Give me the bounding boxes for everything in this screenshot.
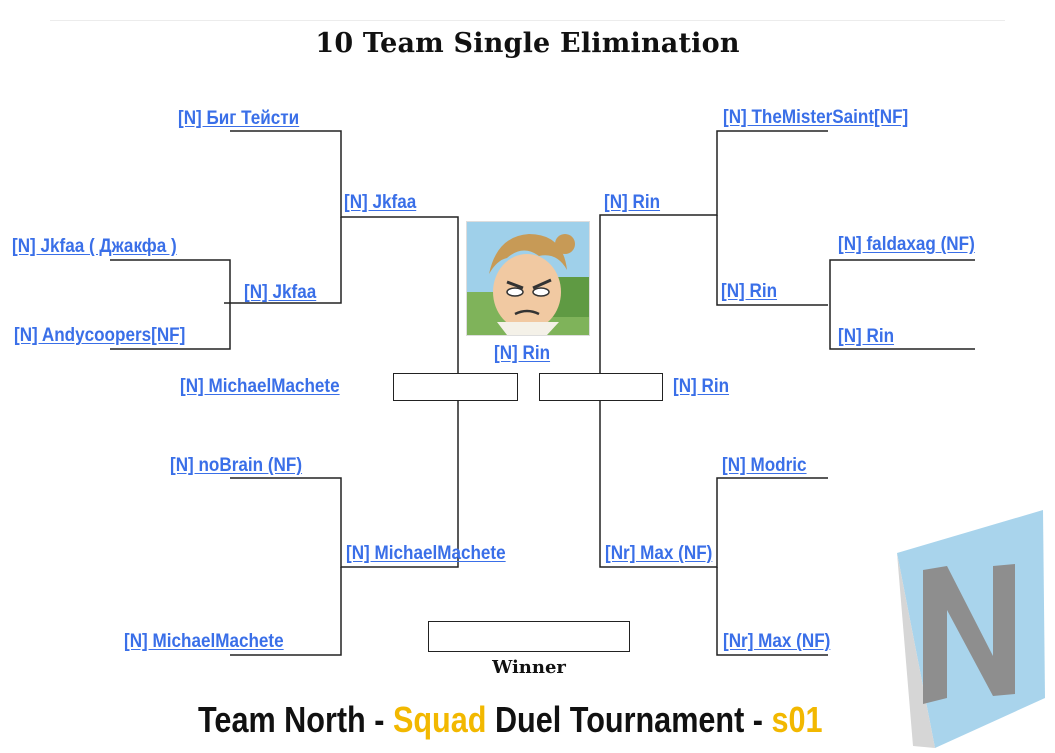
winner-box [428,621,630,652]
left-r2-name-1[interactable]: [N] Jkfaa [344,192,417,213]
right-r2-name-1[interactable]: [N] Rin [604,192,661,213]
left-r1-name-4[interactable]: [N] noBrain (NF) [170,455,303,476]
left-r2-name-2[interactable]: [N] Jkfaa [244,282,317,303]
right-r1-name-2[interactable]: [N] faldaxag (NF) [838,234,975,255]
footer-team: Team North - [198,699,393,740]
left-r1-name-3[interactable]: [N] Andycoopers[NF] [14,325,186,346]
left-semifinal-name[interactable]: [N] MichaelMachete [180,376,340,397]
left-r1-name-5[interactable]: [N] MichaelMachete [124,631,284,652]
team-north-logo-icon [897,510,1045,748]
left-r2-name-3[interactable]: [N] MichaelMachete [346,543,506,564]
tournament-footer: Team North - Squad Duel Tournament - s01 [198,699,823,741]
right-r1-name-4[interactable]: [N] Modric [722,455,807,476]
right-r1-name-5[interactable]: [Nr] Max (NF) [723,631,831,652]
footer-squad: Squad [392,699,487,740]
footer-duel: Duel Tournament - [486,699,772,740]
final-name[interactable]: [N] Rin [494,343,551,364]
left-semifinal-box [393,373,518,401]
winner-label: Winner [492,657,566,678]
right-r1-name-3[interactable]: [N] Rin [838,326,895,347]
right-semifinal-box [539,373,663,401]
bracket-title: 10 Team Single Elimination [315,28,740,59]
right-r2-name-2[interactable]: [N] Rin [721,281,778,302]
top-divider [50,20,1005,21]
left-r1-name-2[interactable]: [N] Jkfaa ( Джакфа ) [12,236,177,257]
right-r2-name-3[interactable]: [Nr] Max (NF) [605,543,713,564]
left-r1-name-1[interactable]: [N] Биг Тейсти [178,108,300,129]
champion-avatar [466,221,590,336]
right-r1-name-1[interactable]: [N] TheMisterSaint[NF] [723,107,909,128]
footer-season: s01 [771,699,823,740]
right-semifinal-name[interactable]: [N] Rin [673,376,730,397]
